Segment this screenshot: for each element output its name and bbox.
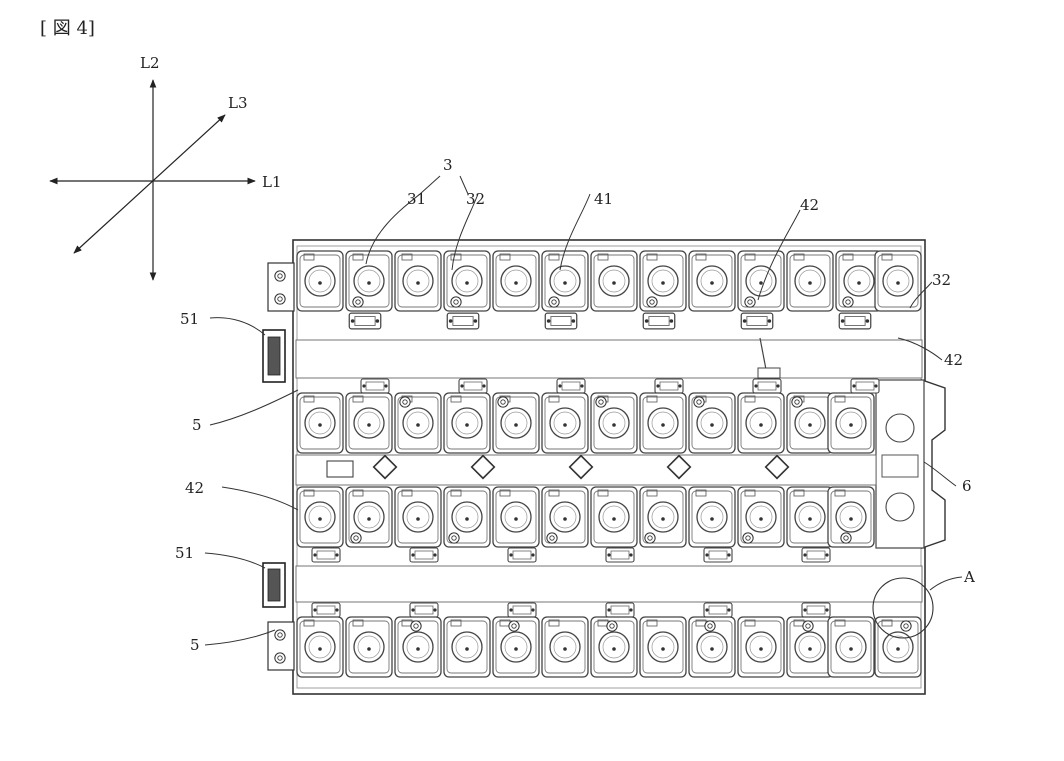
label-6: 6: [962, 477, 972, 495]
axis-l1-label: L1: [262, 173, 282, 191]
label-51-top: 51: [180, 310, 199, 328]
figure-title: [ 図 4]: [40, 18, 95, 39]
label-41: 41: [594, 190, 613, 208]
label-5-bottom: 5: [190, 636, 200, 654]
direction-axes: L1 L2 L3: [50, 54, 282, 280]
label-3: 3: [443, 156, 453, 174]
label-a: A: [963, 568, 975, 586]
label-51-bottom: 51: [175, 544, 194, 562]
label-5-mid: 5: [192, 416, 202, 434]
right-end-block: [876, 380, 924, 548]
axis-l3-label: L3: [228, 94, 248, 112]
label-32-top: 32: [466, 190, 485, 208]
battery-module: [263, 240, 945, 694]
axis-l3-line: [74, 115, 225, 253]
channel-2: [296, 566, 922, 602]
center-strip: [296, 455, 876, 485]
label-42-left: 42: [185, 479, 204, 497]
label-42-top: 42: [800, 196, 819, 214]
channel-1: [296, 340, 922, 378]
label-31: 31: [407, 190, 426, 208]
bracket-6: [922, 380, 945, 548]
label-32-right: 32: [932, 271, 951, 289]
label-42-right: 42: [944, 351, 963, 369]
axis-l2-label: L2: [140, 54, 160, 72]
